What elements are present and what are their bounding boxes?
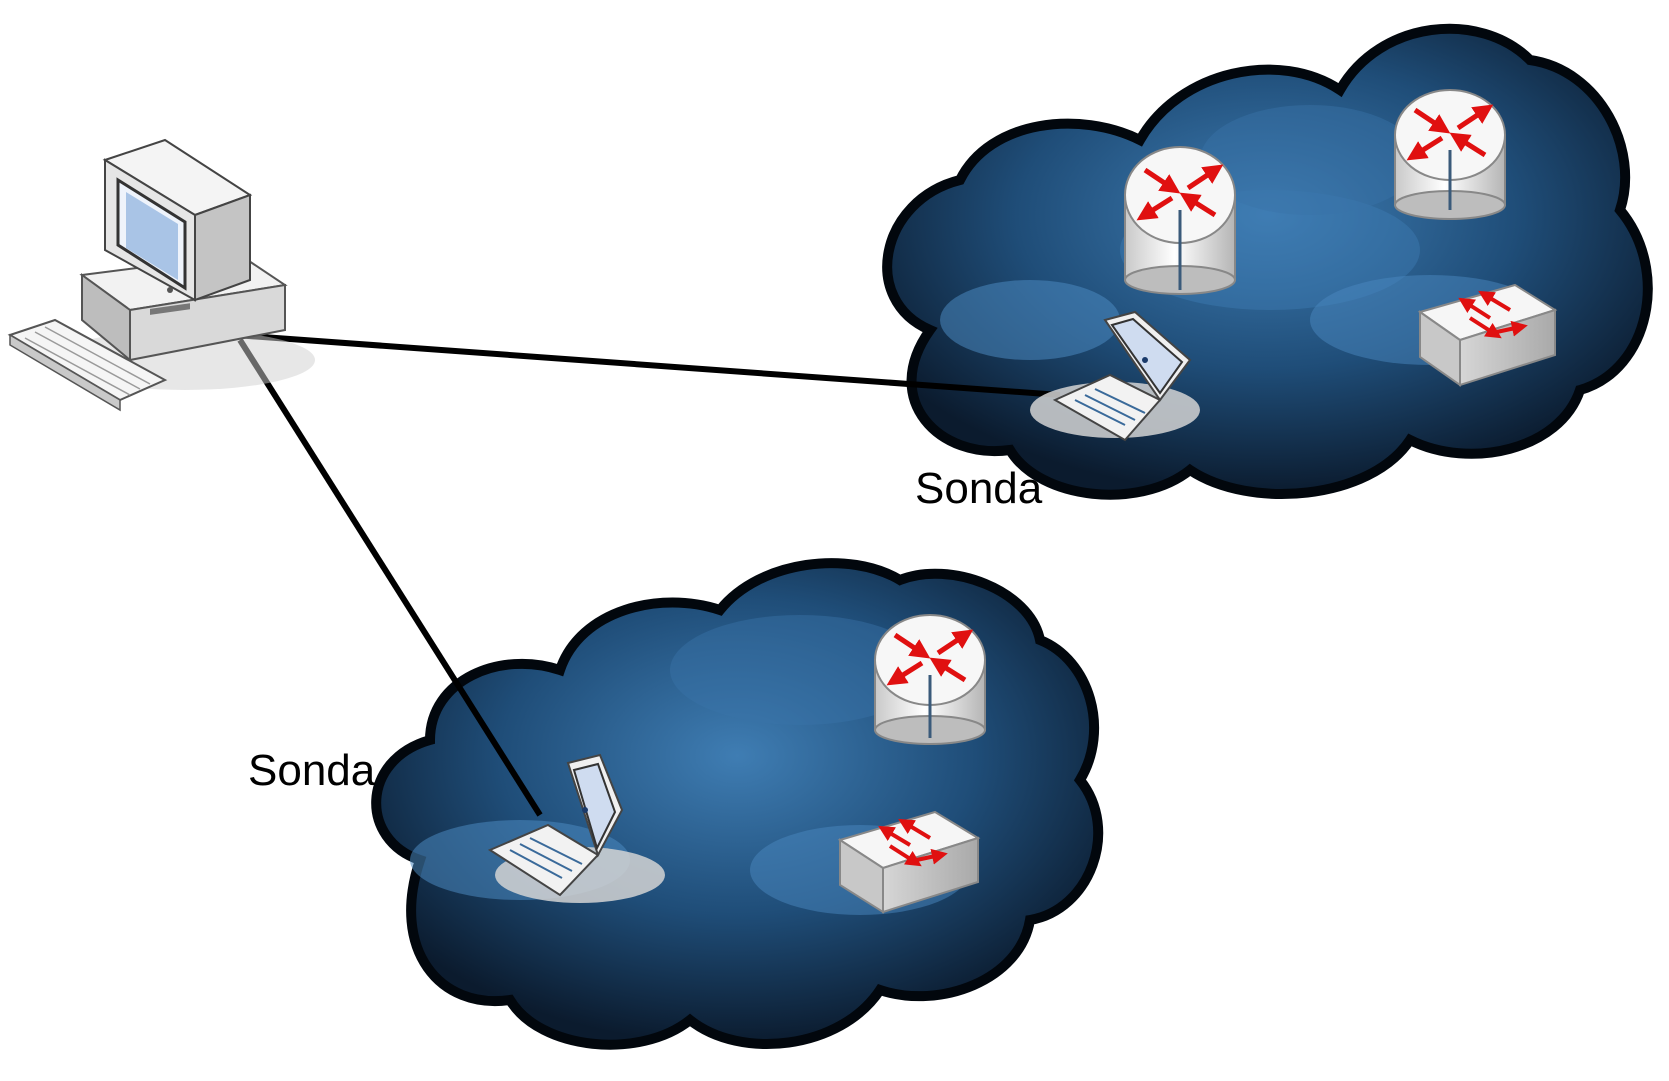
connections bbox=[234, 332, 1061, 817]
network-cloud-bottom bbox=[371, 558, 1104, 1050]
router-icon-top-right bbox=[1394, 89, 1506, 220]
desktop-computer-icon bbox=[7, 138, 315, 412]
laptop-icon-probe-top bbox=[1030, 310, 1200, 442]
switch-icon-bottom bbox=[837, 810, 981, 914]
network-cloud-top bbox=[882, 23, 1653, 500]
router-icon-top-left bbox=[1124, 146, 1236, 295]
router-icon-bottom bbox=[874, 614, 986, 745]
laptop-icon-probe-bottom bbox=[487, 753, 665, 903]
probe-label-top: Sonda bbox=[915, 464, 1043, 513]
probe-label-bottom: Sonda bbox=[248, 746, 376, 795]
link-workstation-to-probe-bottom bbox=[237, 338, 543, 817]
switch-icon-top bbox=[1417, 283, 1558, 387]
link-workstation-to-probe-top bbox=[234, 332, 1061, 398]
